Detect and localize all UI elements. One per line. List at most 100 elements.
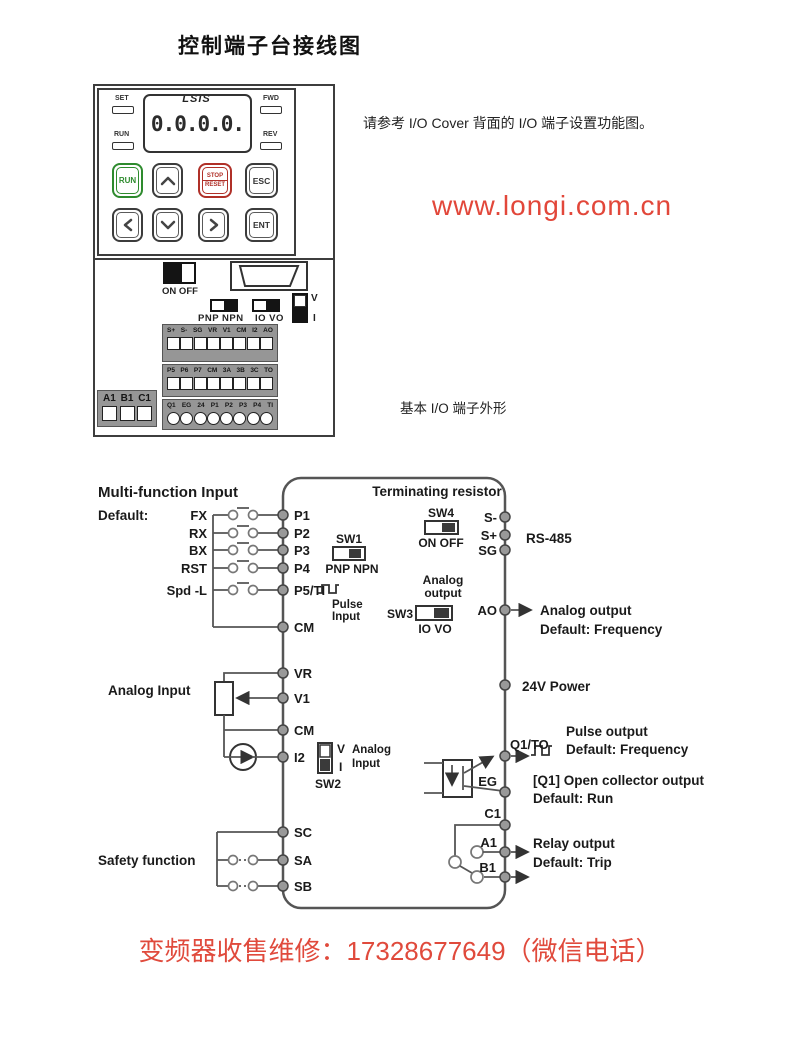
io-terminal-caption: 基本 I/O 端子外形	[400, 401, 507, 416]
strip3-slots	[163, 409, 277, 428]
strip2-t3: CM	[207, 367, 218, 374]
sw2-i-label: I	[339, 760, 342, 774]
website-url: www.longi.com.cn	[432, 190, 673, 221]
24v-power-label: 24V Power	[522, 679, 591, 694]
terminal-p4: P4	[294, 561, 311, 576]
right-arrow-icon	[209, 218, 218, 232]
terminal-c1: C1	[484, 806, 501, 821]
terminal-a1: A1	[480, 835, 497, 850]
strip1-t6: I2	[252, 327, 258, 334]
relay-slots	[98, 404, 156, 423]
multi-function-input-wires	[212, 507, 283, 628]
pnp-npn-switch	[210, 299, 238, 312]
terminal-eg: EG	[478, 774, 497, 789]
relay-a1: A1	[103, 393, 116, 404]
led-rev-label: REV	[263, 131, 278, 138]
analog-output-annotation: Analog output	[540, 603, 632, 618]
terminal-p3: P3	[294, 543, 310, 558]
analog-output-title1: Analog	[423, 573, 464, 587]
v-i-switch-knob	[294, 295, 306, 307]
terminal-sb: SB	[294, 879, 312, 894]
led-set-label: SET	[115, 95, 129, 102]
strip3-t5: P3	[239, 402, 247, 409]
strip1-t7: AO	[263, 327, 273, 334]
connector-trapezoid	[238, 265, 300, 287]
strip2-t7: TO	[264, 367, 273, 374]
terminal-s-plus: S+	[481, 528, 498, 543]
sw3-label: SW3	[387, 607, 413, 621]
pulse-output-default: Default: Frequency	[566, 742, 689, 757]
strip1-slots	[163, 334, 277, 353]
strip1-t2: SG	[192, 327, 203, 334]
terminal-q1to: Q1/TO	[510, 737, 549, 752]
terminal-cm2: CM	[294, 723, 314, 738]
relay-output-default: Default: Trip	[533, 855, 612, 870]
terminal-s-minus: S-	[484, 510, 497, 525]
strip2-slots	[163, 374, 277, 393]
analog-output-title2: output	[424, 586, 461, 600]
analog-input-label: Analog Input	[108, 683, 191, 698]
sw4-label: SW4	[428, 506, 454, 520]
sw4-switch	[424, 520, 459, 535]
io-connector	[230, 261, 308, 291]
sw2-note1: Analog	[352, 744, 391, 756]
potentiometer	[214, 681, 234, 716]
wiring-diagram: Multi-function Input Default: FX RX BX R…	[98, 476, 705, 910]
terminal-i2: I2	[294, 750, 305, 765]
display-value: 0.0.0.0.	[150, 111, 245, 136]
run-button-label: RUN	[118, 176, 137, 185]
relay-output-annotation: Relay output	[533, 836, 615, 851]
io-vo-label: IO VO	[255, 313, 284, 324]
terminal-vr: VR	[294, 666, 313, 681]
led-run-label: RUN	[114, 131, 130, 138]
reset-label: RESET	[204, 182, 225, 188]
v-i-switch	[292, 293, 308, 323]
up-button	[152, 163, 183, 198]
led-run	[112, 142, 134, 150]
sw1-label: SW1	[336, 532, 362, 546]
sw2-switch	[317, 742, 333, 774]
pulse-input-label2: Input	[332, 611, 360, 623]
terminating-resistor-label: Terminating resistor	[372, 484, 502, 499]
up-arrow-icon	[160, 176, 175, 185]
analog-output-default: Default: Frequency	[540, 622, 663, 637]
left-button	[112, 208, 143, 242]
optocoupler	[424, 755, 504, 798]
toggle-knob	[165, 264, 182, 282]
sw2-v-label: V	[337, 742, 345, 756]
seven-segment-display: 0.0.0.0.	[143, 94, 252, 153]
stop-reset-divider	[202, 180, 228, 181]
output-wires	[511, 602, 533, 885]
open-collector-annotation: [Q1] Open collector output	[533, 773, 705, 788]
inverter-device: LSIS SET RUN FWD REV 0.0.0.0. RUN STOP R…	[93, 84, 335, 437]
strip2-t5: 3B	[236, 367, 245, 374]
keypad-panel: LSIS SET RUN FWD REV 0.0.0.0. RUN STOP R…	[97, 88, 296, 256]
strip1-t0: S+	[167, 327, 176, 334]
sw1-options: PNP NPN	[325, 562, 378, 576]
input-fx: FX	[190, 508, 207, 523]
input-bx: BX	[189, 543, 207, 558]
strip2-t0: P5	[167, 367, 175, 374]
pulse-input-label1: Pulse	[332, 599, 363, 611]
sw4-options: ON OFF	[418, 536, 463, 550]
left-arrow-icon	[123, 218, 132, 232]
strip3-t2: 24	[197, 402, 205, 409]
rs485-label: RS-485	[526, 531, 572, 546]
right-terminal-dots	[499, 511, 511, 883]
terminal-sc: SC	[294, 825, 313, 840]
i-label: I	[313, 313, 316, 324]
v-label: V	[311, 293, 318, 304]
sw3-options: IO VO	[418, 622, 451, 636]
terminal-sa: SA	[294, 853, 313, 868]
sw1-switch	[332, 546, 366, 561]
input-spdl: Spd -L	[167, 583, 207, 598]
pulse-output-annotation: Pulse output	[566, 724, 648, 739]
left-terminal-dots	[277, 509, 289, 892]
io-vo-switch	[252, 299, 280, 312]
